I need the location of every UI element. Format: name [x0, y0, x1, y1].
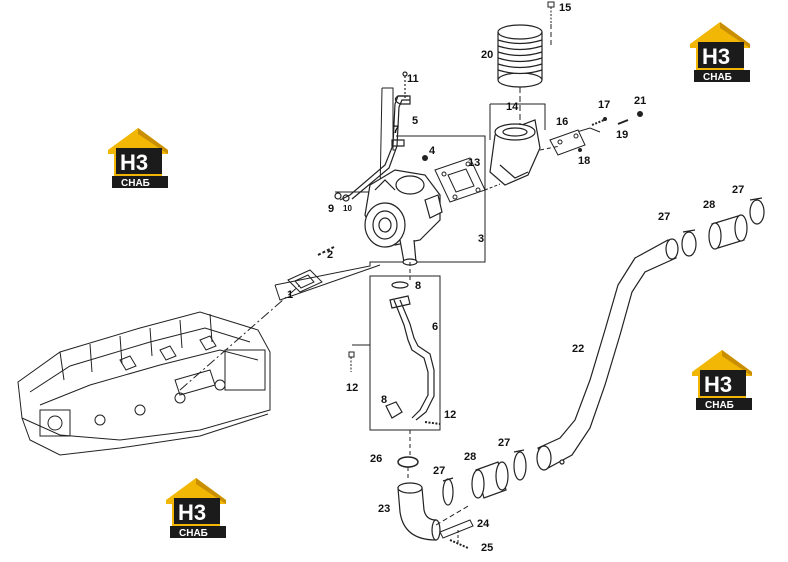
callout-28-b: 28: [464, 451, 476, 463]
callout-10: 10: [343, 204, 352, 213]
intake-pipe-22: [536, 238, 679, 471]
bolt-12b: [424, 421, 441, 425]
callout-8-top: 8: [415, 280, 421, 292]
callout-9: 9: [328, 203, 334, 215]
callout-24: 24: [477, 518, 490, 530]
gasket-1: [287, 269, 323, 293]
bolt-17: [591, 119, 605, 126]
upper-couplers: [681, 197, 765, 257]
leader-engine: [179, 284, 301, 391]
callout-22: 22: [572, 343, 584, 355]
callout-16: 16: [556, 116, 568, 128]
callout-18: 18: [578, 155, 590, 167]
svg-text:H3: H3: [120, 150, 148, 175]
callout-28-a: 28: [703, 199, 715, 211]
callout-13: 13: [468, 157, 480, 169]
callout-26: 26: [370, 453, 382, 465]
svg-text:CHAБ: CHAБ: [703, 72, 732, 83]
engine-block: [17, 311, 271, 456]
callout-17: 17: [598, 99, 610, 111]
callout-23: 23: [378, 503, 390, 515]
callout-15: 15: [559, 2, 571, 14]
svg-text:H3: H3: [178, 500, 206, 525]
bellows-20: [497, 24, 543, 88]
callout-3: 3: [478, 233, 484, 245]
callout-5: 5: [412, 115, 418, 127]
callout-11: 11: [407, 73, 419, 85]
bolt-15: [547, 1, 555, 24]
nut-4: [422, 155, 428, 161]
callout-1: 1: [287, 289, 293, 301]
bracket-24: [439, 519, 474, 539]
callout-6: 6: [432, 321, 438, 333]
nut-21: [637, 111, 643, 117]
callout-27-b: 27: [732, 184, 744, 196]
stud-19: [617, 119, 629, 125]
callout-2: 2: [327, 249, 333, 261]
svg-text:CHAБ: CHAБ: [121, 178, 150, 189]
callout-20: 20: [481, 49, 493, 61]
callout-27-d: 27: [498, 437, 510, 449]
bolt-25: [449, 539, 469, 549]
callout-12-right: 12: [444, 409, 456, 421]
oil-return-line: [385, 281, 435, 421]
callout-14: 14: [506, 101, 519, 113]
elbow-14: [489, 119, 541, 186]
clamp-26: [397, 456, 419, 468]
callout-27-a: 27: [658, 211, 670, 223]
washer-18: [578, 148, 582, 152]
callout-labels: 1 2 3 4 5 6 7 8 8 9 10 11 12 12 13 14 15…: [287, 2, 744, 554]
turbocharger: [364, 169, 443, 266]
lower-couplers: [442, 449, 527, 506]
svg-text:H3: H3: [702, 44, 730, 69]
bolt-2: [317, 246, 335, 256]
watermark-logo: H3 CHAБ: [692, 350, 752, 411]
svg-text:CHAБ: CHAБ: [179, 528, 208, 539]
callout-8-bottom: 8: [381, 394, 387, 406]
callout-21: 21: [634, 95, 646, 107]
callout-25: 25: [481, 542, 493, 554]
watermark-logo: H3 CHAБ: [166, 478, 226, 539]
watermark-logo: H3 CHAБ: [108, 128, 168, 189]
svg-text:H3: H3: [704, 372, 732, 397]
callout-12-left: 12: [346, 382, 358, 394]
callout-7: 7: [393, 124, 399, 136]
group-frames: [274, 87, 601, 431]
watermark-logo: H3 CHAБ: [690, 22, 750, 83]
callout-4: 4: [429, 145, 436, 157]
callout-19: 19: [616, 129, 628, 141]
bracket-16: [549, 129, 586, 156]
callout-27-c: 27: [433, 465, 445, 477]
svg-text:CHAБ: CHAБ: [705, 400, 734, 411]
oil-feed-pipe: [334, 71, 411, 202]
elbow-23: [397, 482, 441, 541]
bolt-12a: [348, 351, 355, 372]
